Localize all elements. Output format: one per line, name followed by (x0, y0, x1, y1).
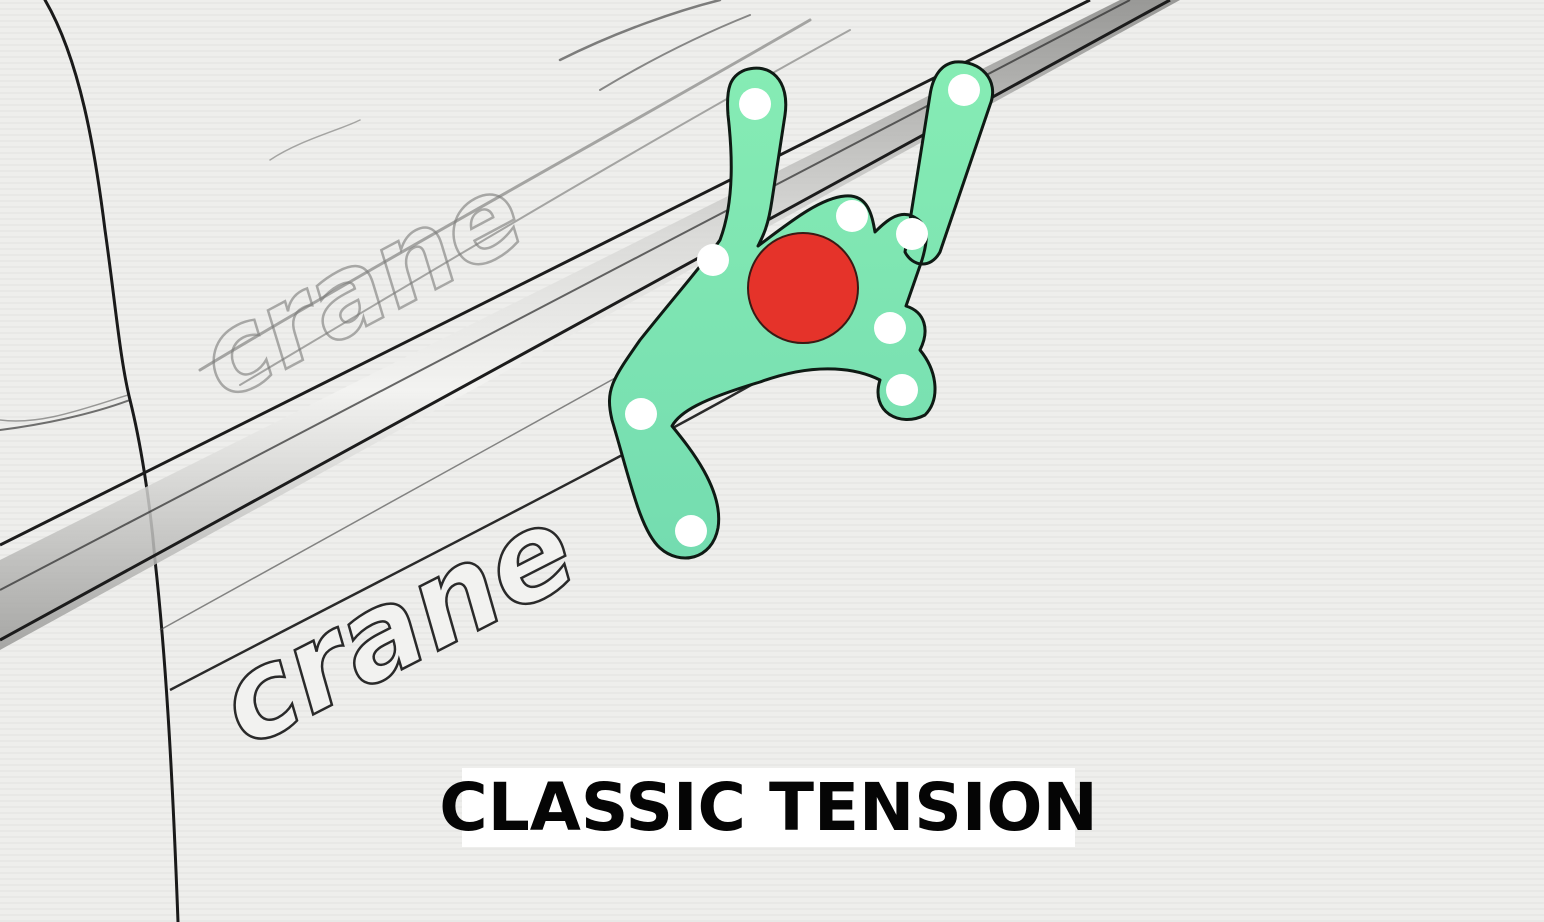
contact-dot (948, 74, 980, 106)
contact-dot (739, 88, 771, 120)
contact-dots (625, 74, 980, 547)
caption-box: CLASSIC TENSION (439, 768, 1098, 847)
caption-title: CLASSIC TENSION (439, 768, 1098, 846)
player-sketch (0, 0, 180, 922)
contact-dot (625, 398, 657, 430)
center-marker (747, 232, 859, 344)
contact-dot (697, 244, 729, 276)
contact-dot (675, 515, 707, 547)
contact-dot (836, 200, 868, 232)
contact-dot (886, 374, 918, 406)
contact-dot (874, 312, 906, 344)
contact-dot (896, 218, 928, 250)
